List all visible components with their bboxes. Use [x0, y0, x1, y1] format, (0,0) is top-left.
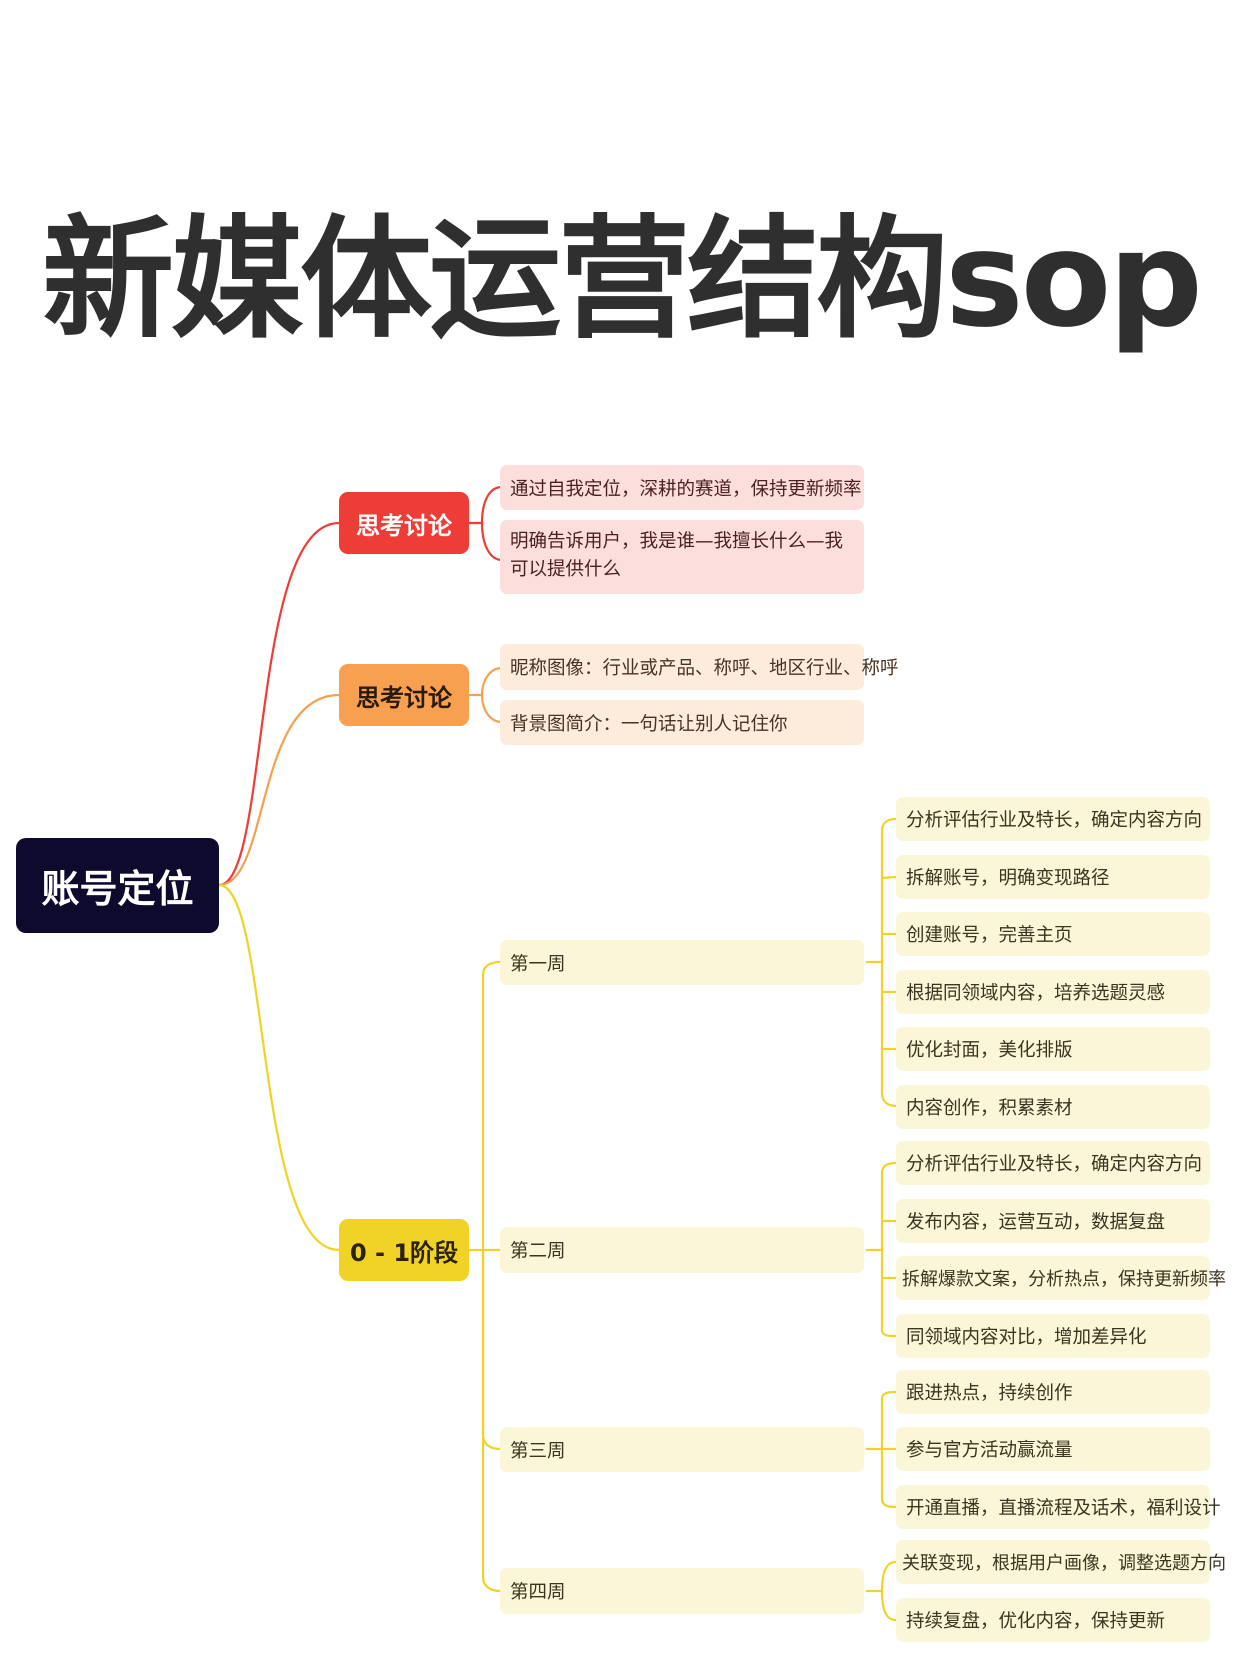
- week-node-4: 第四周: [500, 1568, 864, 1614]
- week-node-1: 第一周: [500, 940, 864, 985]
- task-node: 根据同领域内容，培养选题灵感: [896, 970, 1210, 1014]
- leaf-node: 明确告诉用户，我是谁—我擅长什么—我可以提供什么: [500, 520, 864, 594]
- task-node: 发布内容，运营互动，数据复盘: [896, 1199, 1210, 1243]
- task-node: 参与官方活动赢流量: [896, 1427, 1210, 1471]
- task-node: 拆解账号，明确变现路径: [896, 855, 1210, 899]
- task-node: 内容创作，积累素材: [896, 1085, 1210, 1129]
- week-node-3: 第三周: [500, 1427, 864, 1472]
- task-node: 跟进热点，持续创作: [896, 1370, 1210, 1414]
- branch-thinking-discussion-1: 思考讨论: [339, 492, 469, 554]
- leaf-node: 昵称图像：行业或产品、称呼、地区行业、称呼: [500, 644, 899, 690]
- week-node-2: 第二周: [500, 1227, 864, 1273]
- task-node: 开通直播，直播流程及话术，福利设计: [896, 1485, 1221, 1529]
- branch-zero-to-one-stage: 0 - 1阶段: [339, 1219, 469, 1281]
- task-node: 同领域内容对比，增加差异化: [896, 1314, 1210, 1358]
- page-title: 新媒体运营结构sop: [42, 203, 1203, 357]
- task-node: 分析评估行业及特长，确定内容方向: [896, 797, 1210, 841]
- task-node: 拆解爆款文案，分析热点，保持更新频率: [896, 1256, 1226, 1300]
- root-node-account-positioning: 账号定位: [16, 838, 219, 933]
- leaf-node: 背景图简介：一句话让别人记住你: [500, 700, 864, 745]
- task-node: 创建账号，完善主页: [896, 912, 1210, 956]
- task-node: 持续复盘，优化内容，保持更新: [896, 1598, 1210, 1642]
- task-node: 关联变现，根据用户画像，调整选题方向: [896, 1540, 1226, 1584]
- leaf-node: 通过自我定位，深耕的赛道，保持更新频率: [500, 465, 864, 510]
- task-node: 分析评估行业及特长，确定内容方向: [896, 1141, 1210, 1185]
- task-node: 优化封面，美化排版: [896, 1027, 1210, 1071]
- branch-thinking-discussion-2: 思考讨论: [339, 664, 469, 726]
